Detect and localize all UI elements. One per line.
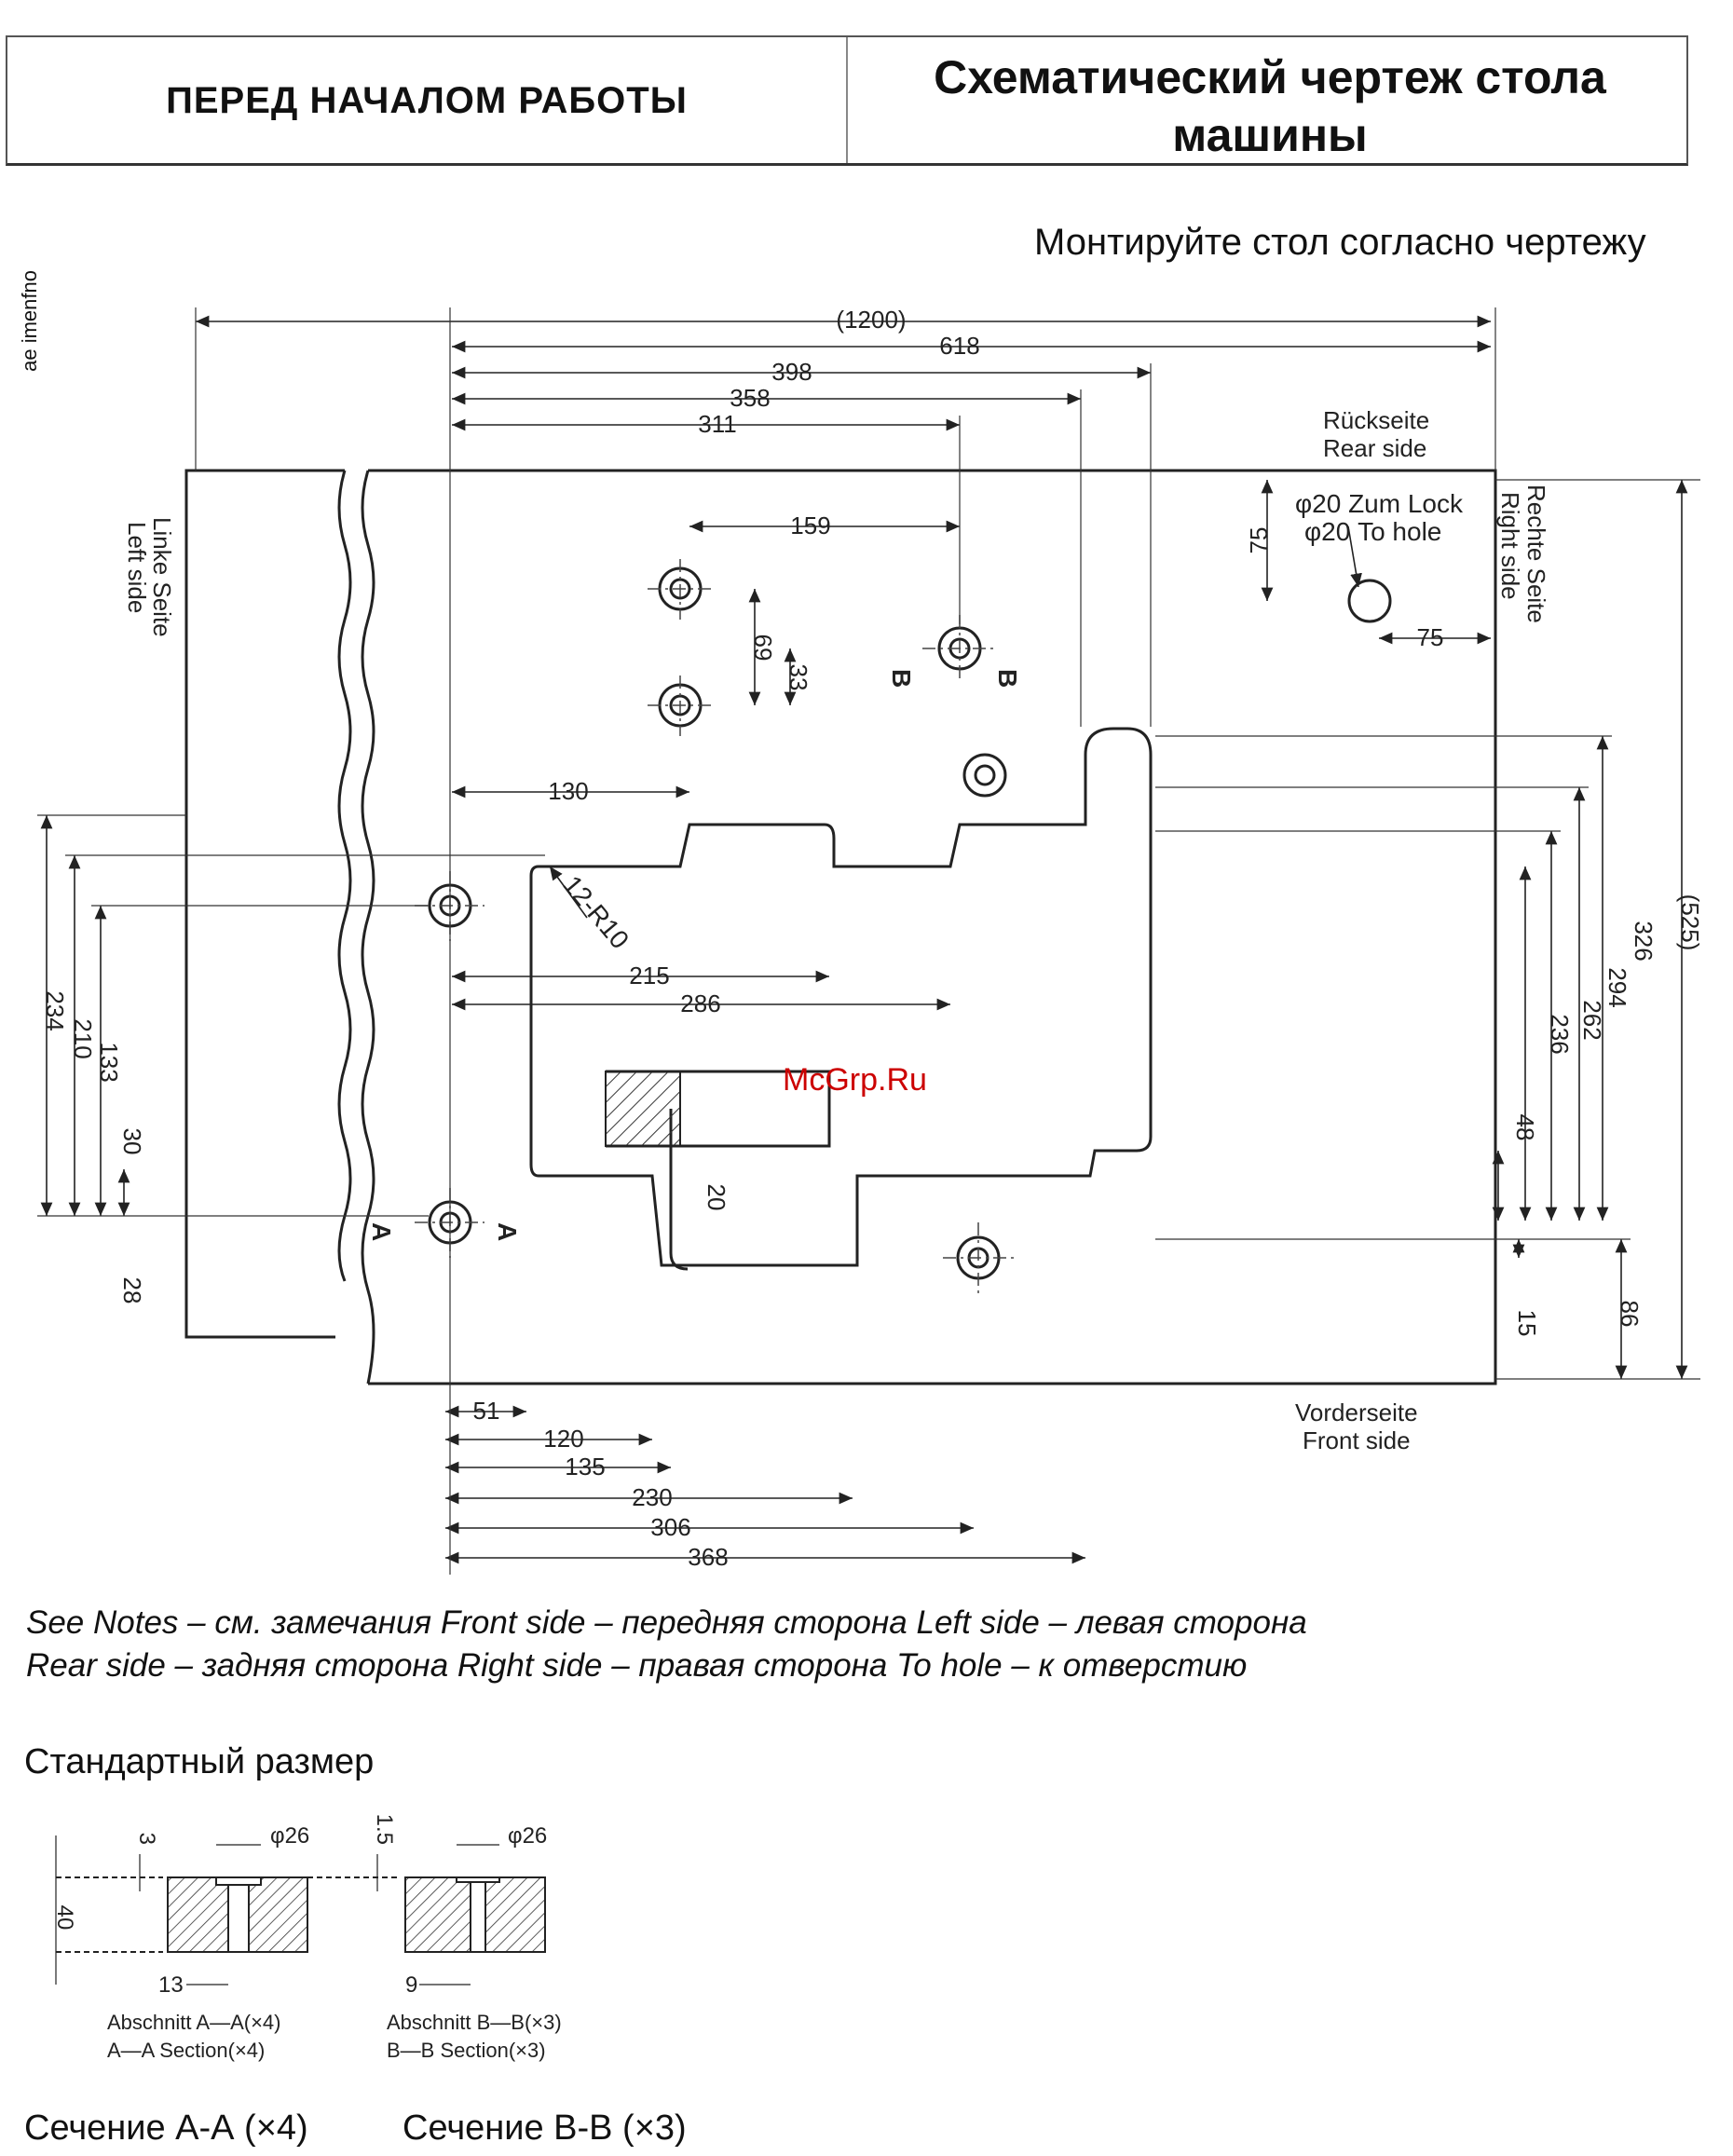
- section-details: φ26 3 40 13 φ26 1.5 9 Abschnitt A—A(×4) …: [52, 1814, 562, 2062]
- dim-368: 368: [688, 1543, 728, 1571]
- front-label-en: Front side: [1303, 1426, 1411, 1454]
- dim-20: 20: [703, 1184, 730, 1211]
- dim-236: 236: [1546, 1014, 1574, 1054]
- right-label-de: Rechte Seite: [1522, 484, 1550, 623]
- section-b-label-de: Abschnitt B—B(×3): [387, 2011, 562, 2034]
- dim-159: 159: [790, 512, 830, 539]
- header-right-line1: Схематический чертеж стола: [934, 51, 1606, 103]
- section-a-marker-right: A: [493, 1222, 522, 1241]
- dim-326: 326: [1630, 921, 1658, 961]
- left-label-de: Linke Seite: [148, 517, 176, 637]
- section-a-width: 13: [158, 1972, 184, 1998]
- dim-15: 15: [1513, 1310, 1541, 1337]
- section-a-label-de: Abschnitt A—A(×4): [107, 2011, 280, 2034]
- section-a-dia: φ26: [270, 1823, 309, 1849]
- rear-label-de: Rückseite: [1323, 406, 1429, 434]
- legend-line-2: Rear side – задняя сторона Right side – …: [26, 1647, 1248, 1684]
- header-right-line2: машины: [1172, 109, 1368, 161]
- dim-262: 262: [1578, 1000, 1606, 1040]
- dim-69: 69: [749, 635, 777, 662]
- caption-section-a: Сечение А-А (×4): [24, 2108, 308, 2148]
- section-b-depth: 1.5: [372, 1814, 397, 1845]
- section-b-width: 9: [405, 1972, 417, 1998]
- dim-358: 358: [730, 384, 770, 412]
- dim-75-vertical: 75: [1245, 527, 1273, 554]
- instruction-text: Монтируйте стол согласно чертежу: [1034, 222, 1646, 263]
- radius-label: 12-R10: [557, 870, 635, 954]
- dim-286: 286: [680, 989, 720, 1017]
- rear-label-en: Rear side: [1323, 434, 1426, 462]
- legend-line-1: See Notes – см. замечания Front side – п…: [26, 1604, 1307, 1641]
- dim-86: 86: [1616, 1301, 1644, 1328]
- dim-33: 33: [785, 664, 812, 691]
- dim-48: 48: [1511, 1114, 1539, 1141]
- table-drawing: (1200) 618 398 358 311 159 130 215 286 5…: [37, 306, 1704, 1575]
- left-label-en: Left side: [123, 522, 151, 613]
- dim-75-horizontal: 75: [1417, 623, 1444, 651]
- dim-215: 215: [629, 962, 669, 989]
- section-b-marker-left: B: [887, 669, 916, 688]
- dim-30: 30: [118, 1128, 146, 1155]
- dim-294: 294: [1603, 967, 1631, 1007]
- dim-1200: (1200): [836, 306, 906, 334]
- dim-618: 618: [939, 332, 979, 360]
- section-a-thickness: 40: [52, 1905, 77, 1931]
- section-b-label-en: B—B Section(×3): [387, 2039, 546, 2062]
- dim-135: 135: [565, 1453, 605, 1481]
- dim-210: 210: [69, 1018, 97, 1058]
- dim-234: 234: [41, 990, 69, 1030]
- caption-section-b: Сечение В-В (×3): [403, 2108, 687, 2148]
- header-box: ПЕРЕД НАЧАЛОМ РАБОТЫ Схематический черте…: [6, 35, 1688, 166]
- section-a-label-en: A—A Section(×4): [107, 2039, 265, 2062]
- hole-label-de: φ20 Zum Lock: [1295, 489, 1464, 518]
- section-b-marker-right: B: [993, 669, 1022, 688]
- header-divider: [846, 37, 848, 163]
- standard-size-heading: Стандартный размер: [24, 1742, 375, 1781]
- section-b-dia: φ26: [508, 1823, 547, 1849]
- dim-133: 133: [95, 1042, 123, 1082]
- dim-51: 51: [473, 1397, 500, 1425]
- dim-230: 230: [632, 1483, 672, 1511]
- header-left-title: ПЕРЕД НАЧАЛОМ РАБОТЫ: [166, 80, 688, 121]
- dim-28: 28: [118, 1277, 146, 1304]
- dim-311: 311: [698, 410, 736, 438]
- dim-130: 130: [548, 777, 588, 805]
- section-a-marker-left: A: [367, 1222, 396, 1241]
- section-a-depth: 3: [134, 1833, 159, 1845]
- dim-306: 306: [650, 1513, 690, 1541]
- right-label-en: Right side: [1496, 492, 1524, 600]
- dim-120: 120: [543, 1425, 583, 1453]
- header-right-title: Схематический чертеж стола машины: [851, 48, 1689, 164]
- watermark: McGrp.Ru: [783, 1062, 927, 1098]
- front-label-de: Vorderseite: [1295, 1399, 1418, 1426]
- dim-525: (525): [1676, 894, 1704, 951]
- dim-398: 398: [771, 358, 812, 386]
- hole-label-en: φ20 To hole: [1304, 517, 1441, 546]
